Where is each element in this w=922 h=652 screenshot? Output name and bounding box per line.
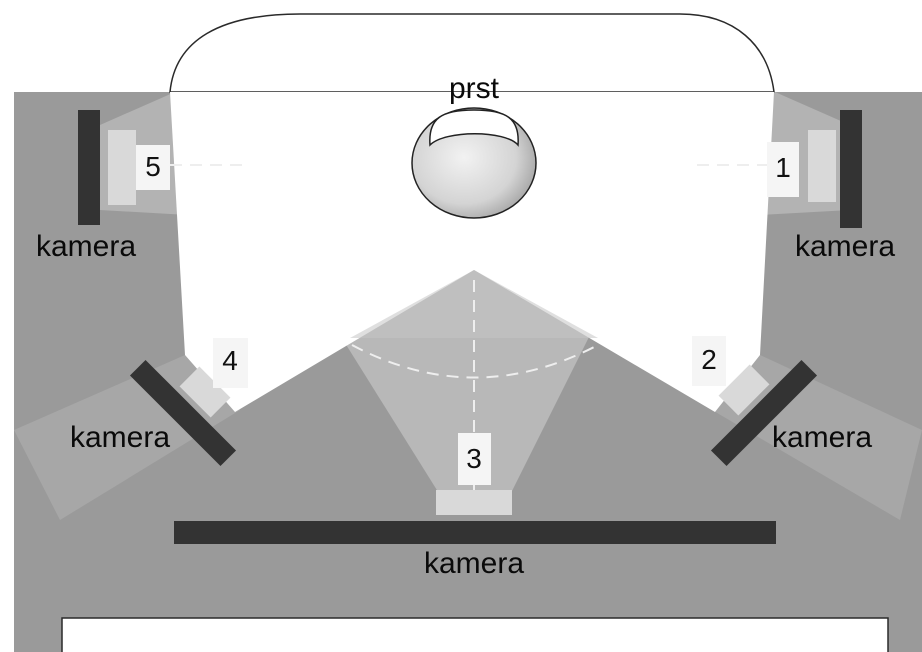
view-cone-4 [14, 355, 240, 520]
camera-2-number: 2 [701, 344, 717, 375]
camera-4-label: kamera [70, 421, 170, 454]
view-cone-2 [712, 355, 922, 520]
camera-4-number-box [213, 338, 248, 388]
camera-1-number-box [767, 142, 799, 197]
camera-1-sensor [840, 110, 862, 228]
camera-3-number-box [458, 433, 491, 485]
camera-3-number: 3 [466, 443, 482, 474]
fingernail [429, 109, 519, 147]
camera-4: 4 kamera [70, 338, 248, 467]
camera-4-number: 4 [222, 345, 238, 376]
camera-2-number-box [692, 336, 726, 386]
camera-1-lens [808, 130, 836, 202]
camera-4-sensor [129, 359, 237, 467]
camera-3-lens [436, 490, 512, 515]
camera-5-number: 5 [145, 151, 161, 182]
camera-2-sensor [710, 359, 818, 467]
camera-3-sensor [174, 521, 776, 544]
camera-2-label: kamera [772, 421, 872, 454]
finger-label: prst [449, 72, 500, 105]
camera-5-sensor [78, 110, 100, 225]
camera-3: 3 kamera [174, 433, 776, 580]
camera-2-lens [718, 364, 770, 416]
finger [411, 107, 537, 219]
camera-1-number: 1 [775, 152, 791, 183]
camera-2: 2 kamera [692, 336, 872, 467]
camera-4-lens [179, 366, 231, 418]
camera-5-number-box [136, 145, 170, 190]
camera-1: 1 kamera [767, 110, 895, 263]
bottom-panel [61, 617, 889, 652]
camera-5: 5 kamera [36, 110, 170, 263]
device-top-dome [169, 13, 775, 93]
camera-5-lens [108, 130, 136, 205]
inner-cavity [170, 92, 774, 412]
optical-axes [170, 164, 780, 490]
camera-5-label: kamera [36, 230, 136, 263]
camera-1-label: kamera [795, 230, 895, 263]
camera-3-label: kamera [424, 547, 524, 580]
